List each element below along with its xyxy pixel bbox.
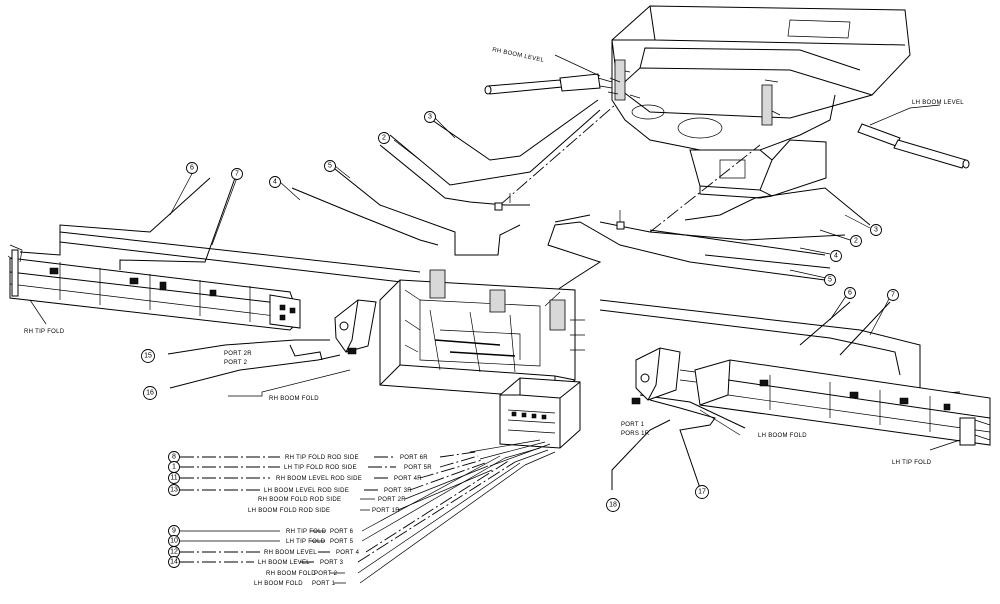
left-boom [7,244,301,331]
lh-boom-level-cylinder [857,123,970,169]
hose-list-lines [180,439,556,584]
valve-frame [379,269,585,449]
right-boom [694,359,991,446]
leader-lines [29,54,961,451]
tank-assembly [607,5,911,199]
lh-boom-fold-cylinder [631,347,697,405]
rh-boom-level-cylinder [484,73,613,95]
rh-boom-fold-cylinder [334,299,377,355]
